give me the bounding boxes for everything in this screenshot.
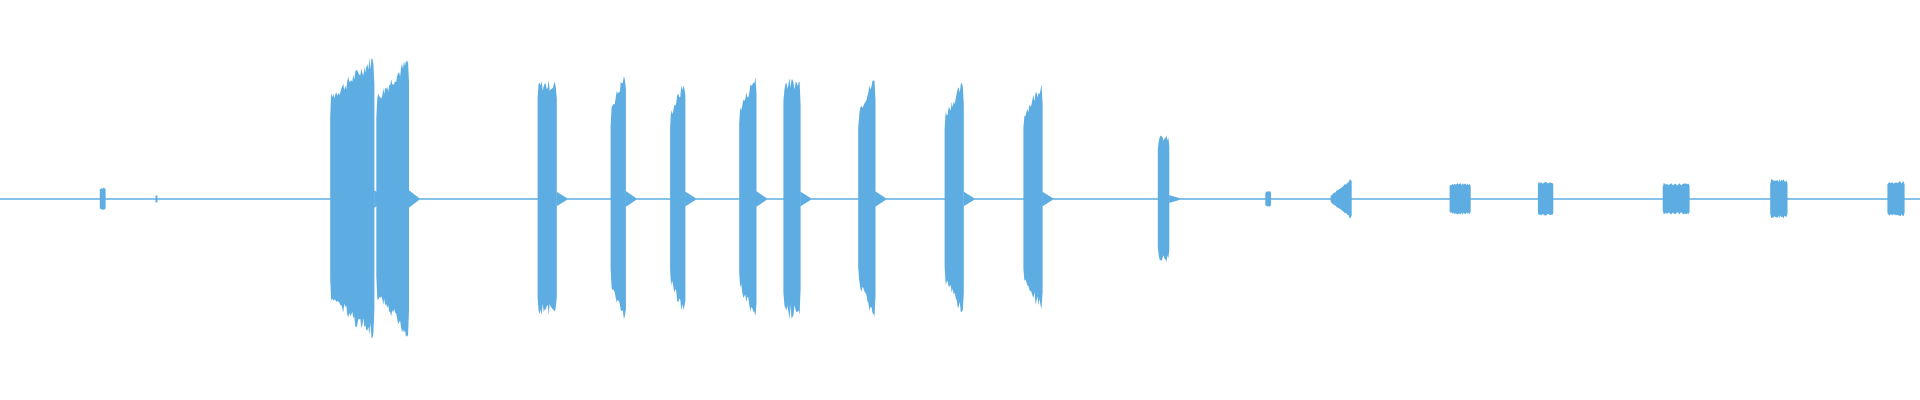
waveform-decay-tail-6 [625, 191, 636, 207]
waveform-burst-16 [1449, 183, 1471, 215]
waveform-decay-tail-8 [756, 191, 767, 207]
waveform-burst-8 [739, 77, 757, 316]
waveform-burst-6 [610, 75, 626, 319]
waveform-burst-1 [99, 187, 106, 210]
waveform-burst-12 [1023, 84, 1043, 309]
waveform-decay-tail-9 [800, 191, 811, 207]
waveform-burst-11 [944, 82, 964, 313]
waveform-decay-tail-5 [556, 191, 567, 207]
waveform-burst-7 [670, 85, 686, 311]
waveform-burst-5 [537, 80, 557, 316]
waveform-burst-20 [1887, 181, 1905, 217]
waveform-burst-13 [1157, 135, 1170, 263]
waveform-decay-tail-13 [1169, 195, 1180, 203]
waveform-burst-10 [858, 80, 876, 317]
waveform-burst-14 [1265, 191, 1271, 207]
waveform-decay-tail-12 [1042, 191, 1053, 207]
waveform-bursts [99, 57, 1905, 339]
waveform-burst-18 [1662, 183, 1690, 215]
waveform-burst-4 [376, 60, 409, 337]
waveform-burst-15 [1330, 179, 1352, 219]
waveform-decay-tail-11 [963, 191, 974, 207]
waveform-burst-3 [330, 57, 375, 339]
waveform-burst-9 [783, 78, 801, 320]
waveform-decay-tail-7 [685, 191, 696, 207]
waveform-decay-tail-10 [875, 191, 886, 207]
waveform-burst-2 [155, 195, 158, 203]
waveform-burst-19 [1770, 179, 1788, 219]
waveform-decay-tail-4 [408, 190, 419, 208]
waveform-burst-17 [1537, 181, 1554, 216]
